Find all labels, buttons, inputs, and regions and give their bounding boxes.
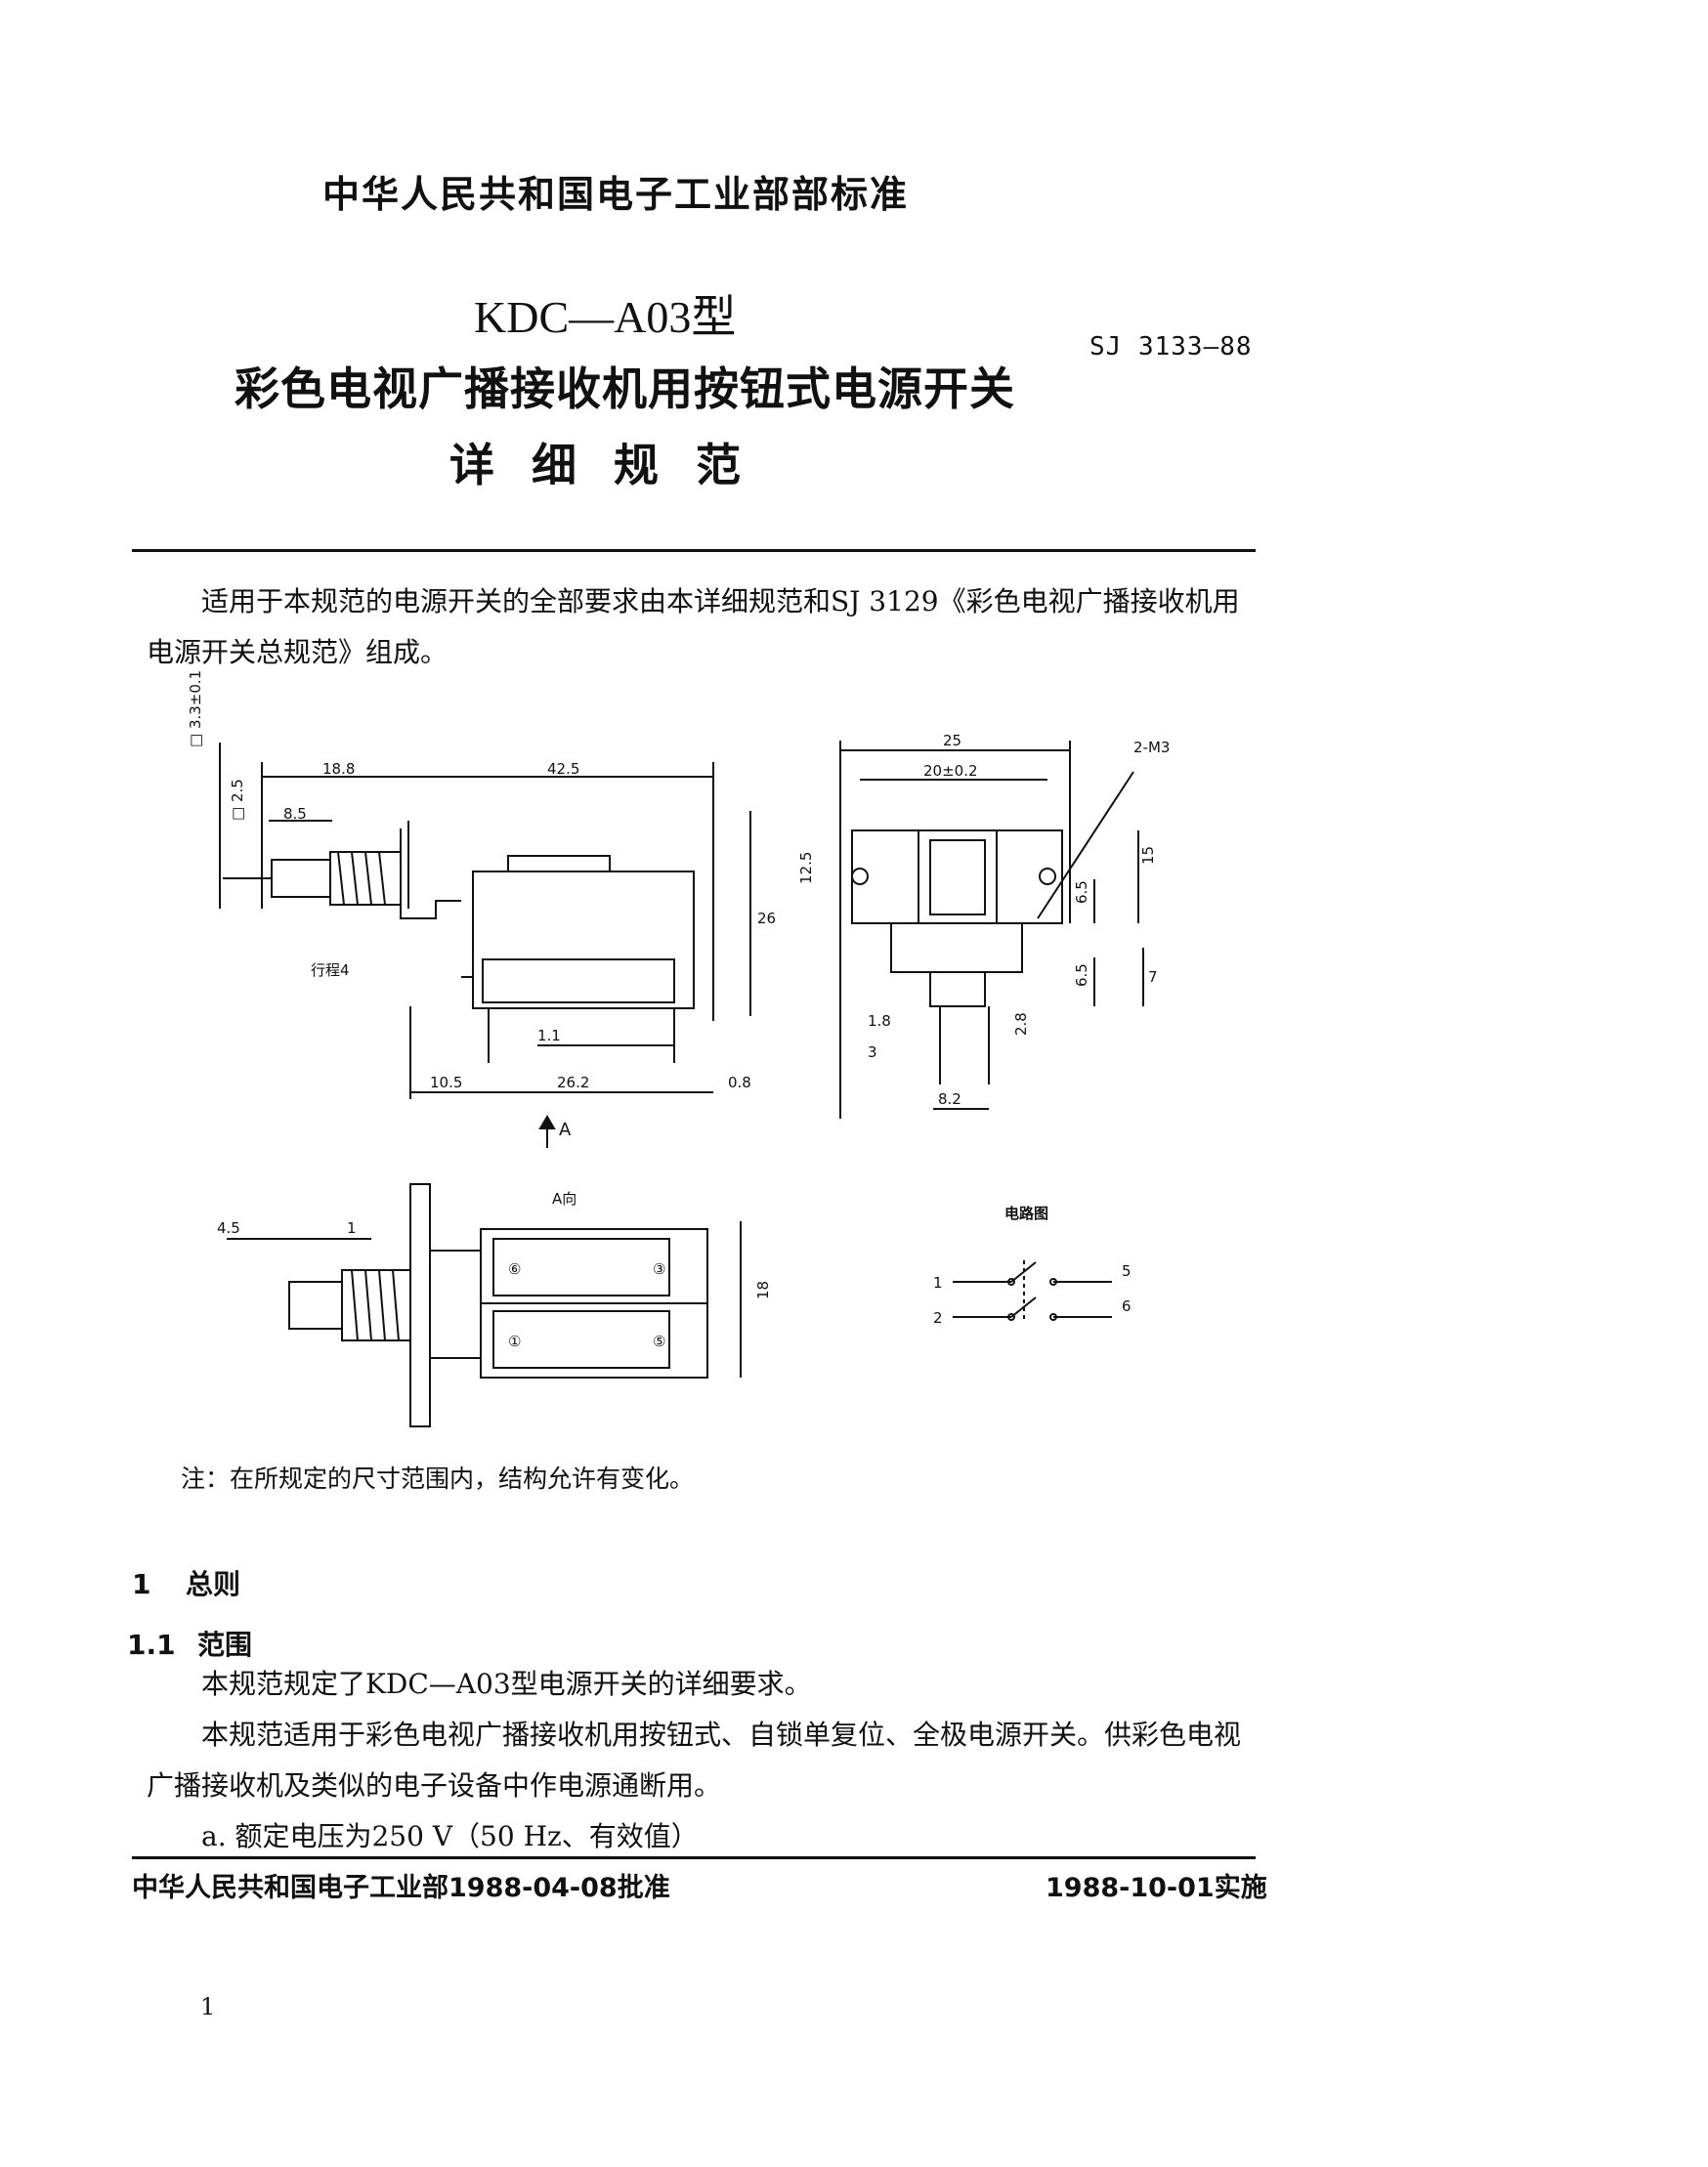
section-number: 1 [132, 1568, 151, 1600]
section-heading-1: 1 总则 [132, 1563, 240, 1602]
circuit-label: 电路图 [1004, 1205, 1048, 1222]
dim-front-4: 15 [1139, 846, 1157, 865]
dim-side-sq2: □ 2.5 [229, 779, 246, 821]
dim-front-2: 20±0.2 [923, 762, 978, 780]
circuit-terminal-1: 1 [933, 1274, 943, 1292]
circuit-terminal-5: 5 [1122, 1262, 1132, 1280]
dim-front-11: 8.2 [938, 1090, 961, 1108]
title-model: KDC—A03型 [474, 292, 737, 342]
dim-side-8: 0.8 [728, 1074, 751, 1091]
figure-note: 注：在所规定的尺寸范围内，结构允许有变化。 [181, 1465, 695, 1493]
dim-front-9: 3 [868, 1043, 877, 1061]
header-rule [132, 549, 1256, 552]
intro-paragraph: 适用于本规范的电源开关的全部要求由本详细规范和SJ 3129《彩色电视广播接收机… [147, 585, 1240, 668]
dim-front-holes: 2-M3 [1133, 739, 1170, 756]
scope-paragraph-2: 本规范适用于彩色电视广播接收机用按钮式、自锁单复位、全极电源开关。供彩色电视广播… [147, 1719, 1242, 1802]
dim-view-a-1: 4.5 [217, 1219, 240, 1237]
dim-front-1: 25 [943, 732, 961, 749]
dim-view-a-2: 1 [347, 1219, 357, 1237]
stroke-label: 行程4 [311, 961, 350, 979]
subsection-title: 范围 [197, 1629, 253, 1661]
subsection-number: 1.1 [127, 1629, 176, 1661]
dim-front-3: 12.5 [797, 852, 815, 884]
circuit-terminal-6: 6 [1122, 1297, 1132, 1315]
dim-front-6: 6.5 [1073, 963, 1090, 987]
terminal-c: ① [508, 1333, 521, 1350]
dim-view-a-3: 18 [754, 1281, 772, 1299]
view-a-label: A向 [552, 1190, 576, 1208]
dim-side-7: 26.2 [557, 1074, 589, 1091]
dim-side-4: 26 [757, 910, 776, 927]
section-heading-1-1: 1.1 范围 [127, 1624, 252, 1663]
terminal-a: ⑥ [508, 1260, 521, 1278]
dim-front-5: 6.5 [1073, 880, 1090, 904]
page-number: 1 [200, 1993, 216, 2020]
standard-code: SJ 3133—88 [1089, 332, 1253, 361]
circuit-terminal-2: 2 [933, 1309, 943, 1327]
title-spec: 详细规范 [449, 439, 778, 491]
dim-side-5: 1.1 [537, 1027, 561, 1044]
scope-item-a: a. 额定电压为250 V（50 Hz、有效值） [201, 1820, 699, 1852]
dim-side-2: 42.5 [547, 760, 579, 778]
scope-paragraph-1: 本规范规定了KDC—A03型电源开关的详细要求。 [201, 1668, 812, 1700]
dim-front-8: 1.8 [868, 1012, 891, 1030]
dim-side-6: 10.5 [430, 1074, 462, 1091]
issuing-organization: 中华人民共和国电子工业部部标准 [322, 173, 910, 216]
dim-side-sq1: □ 3.3±0.1 [187, 670, 204, 747]
approval-date: 中华人民共和国电子工业部1988-04-08批准 [132, 1873, 670, 1903]
effective-date: 1988-10-01实施 [1046, 1873, 1267, 1903]
dim-side-3: 8.5 [283, 805, 307, 823]
footer-rule [132, 1856, 1256, 1859]
terminal-b: ③ [653, 1260, 665, 1278]
section-title: 总则 [186, 1568, 241, 1600]
dim-side-1: 18.8 [322, 760, 355, 778]
dim-front-10: 2.8 [1012, 1012, 1030, 1036]
view-arrow-label: A [559, 1120, 572, 1140]
dim-front-7: 7 [1148, 968, 1158, 986]
title-product: 彩色电视广播接收机用按钮式电源开关 [235, 362, 1015, 415]
terminal-d: ⑤ [653, 1333, 665, 1350]
